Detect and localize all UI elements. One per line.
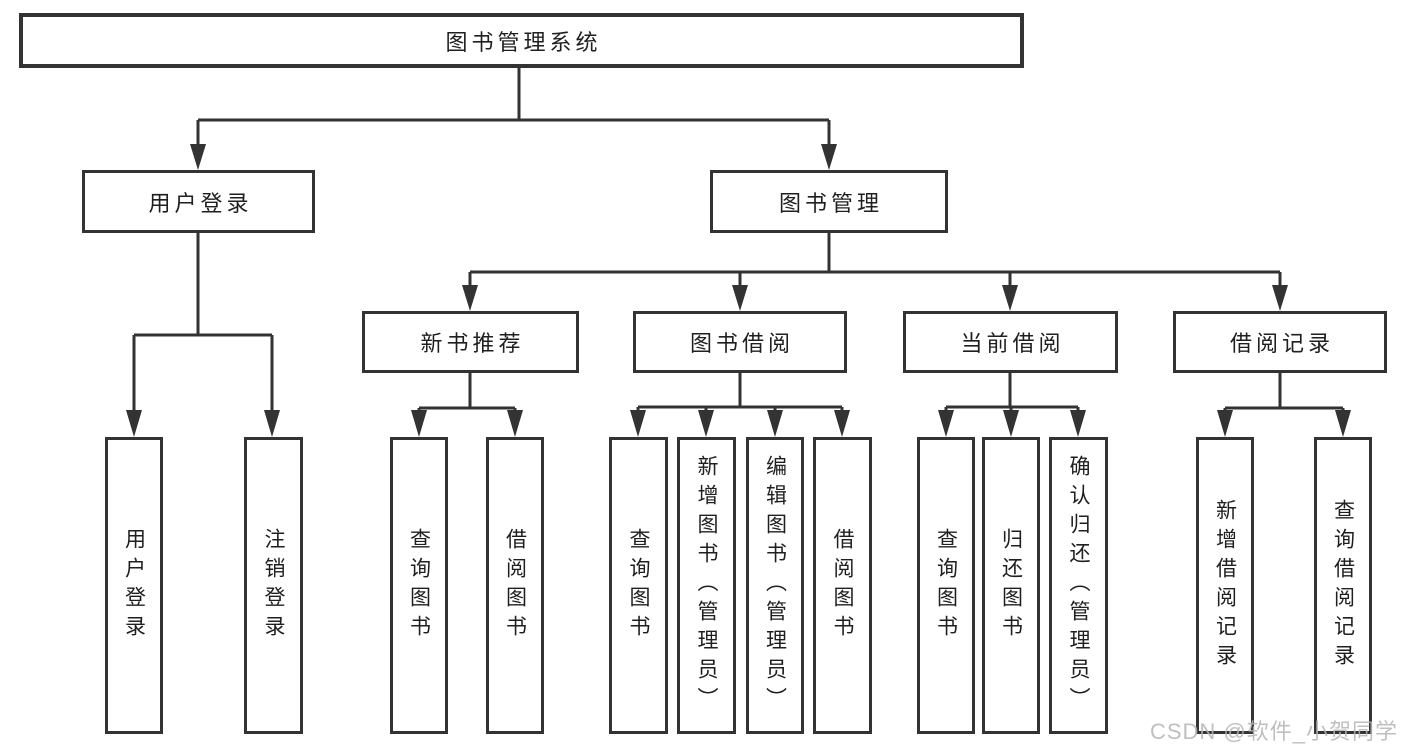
node-book-borrow: 图书借阅 <box>633 311 847 373</box>
arrow-book-borrow <box>732 285 748 311</box>
leaf-add-borrow-record-label: 新增借阅记录 <box>1213 498 1237 673</box>
arrow-leaf-return-book <box>1003 410 1019 437</box>
leaf-logout: 注销登录 <box>244 437 303 734</box>
leaf-user-login: 用户登录 <box>105 437 163 734</box>
arrow-leaf-add-borrow-record <box>1217 410 1233 437</box>
leaf-confirm-return-admin-label: 确认归还（管理员） <box>1067 455 1090 716</box>
arrow-leaf-add-book <box>698 410 714 437</box>
node-borrow-records-label: 借阅记录 <box>1229 331 1334 356</box>
leaf-query-books-2-label: 查询图书 <box>627 527 650 644</box>
node-new-book-recommend-label: 新书推荐 <box>420 331 525 356</box>
node-library-system-label: 图书管理系统 <box>445 29 602 55</box>
arrow-user-login <box>190 144 206 170</box>
node-book-management: 图书管理 <box>710 170 948 233</box>
leaf-add-book-admin-label: 新增图书（管理员） <box>695 455 718 716</box>
leaf-return-book: 归还图书 <box>982 437 1040 734</box>
arrow-book-management <box>821 144 837 170</box>
arrow-leaf-borrow-books-2 <box>834 410 850 437</box>
leaf-borrow-books-2-label: 借阅图书 <box>831 527 854 644</box>
leaf-query-books-3: 查询图书 <box>917 437 975 734</box>
connector-user-login <box>132 233 274 412</box>
leaf-query-books-2: 查询图书 <box>609 437 668 734</box>
node-library-system: 图书管理系统 <box>19 13 1024 68</box>
arrow-borrow-records <box>1272 285 1288 311</box>
arrow-leaf-confirm-return <box>1070 410 1086 437</box>
arrow-current-borrow <box>1002 285 1018 311</box>
node-borrow-records: 借阅记录 <box>1173 311 1387 373</box>
csdn-watermark: CSDN @软件_小贺同学 <box>1149 719 1398 744</box>
leaf-add-book-admin: 新增图书（管理员） <box>677 437 736 734</box>
connector-book-borrow <box>636 373 844 412</box>
arrow-leaf-user-login <box>126 410 142 437</box>
arrow-leaf-query-books-3 <box>938 410 954 437</box>
arrow-leaf-borrow-books-1 <box>507 410 523 437</box>
arrow-leaf-query-books-2 <box>630 410 646 437</box>
leaf-borrow-books-2: 借阅图书 <box>813 437 872 734</box>
arrow-leaf-query-books-1 <box>411 410 427 437</box>
connector-new-book-recommend <box>417 373 517 412</box>
leaf-add-borrow-record: 新增借阅记录 <box>1196 437 1254 734</box>
leaf-return-book-label: 归还图书 <box>999 527 1023 644</box>
node-book-management-label: 图书管理 <box>778 190 883 216</box>
connector-book-management <box>468 233 1282 286</box>
node-user-login-label: 用户登录 <box>148 190 253 216</box>
leaf-user-login-label: 用户登录 <box>122 527 146 644</box>
leaf-edit-book-admin-label: 编辑图书（管理员） <box>763 455 787 716</box>
connector-current-borrow <box>944 373 1080 412</box>
leaf-query-borrow-record-label: 查询借阅记录 <box>1331 498 1355 673</box>
arrow-new-book-recommend <box>462 285 478 311</box>
leaf-edit-book-admin: 编辑图书（管理员） <box>746 437 804 734</box>
connector-borrow-records <box>1223 373 1345 412</box>
leaf-query-books-1-label: 查询图书 <box>407 527 431 644</box>
node-current-borrow-label: 当前借阅 <box>960 331 1065 356</box>
node-new-book-recommend: 新书推荐 <box>362 311 579 373</box>
arrow-leaf-query-borrow-record <box>1335 410 1351 437</box>
node-current-borrow: 当前借阅 <box>903 311 1118 373</box>
leaf-query-books-1: 查询图书 <box>390 437 448 734</box>
leaf-logout-label: 注销登录 <box>262 527 285 644</box>
arrow-leaf-logout <box>264 410 280 437</box>
arrow-leaf-edit-book <box>767 410 783 437</box>
node-user-login: 用户登录 <box>82 170 315 233</box>
leaf-borrow-books-1: 借阅图书 <box>486 437 544 734</box>
leaf-query-borrow-record: 查询借阅记录 <box>1314 437 1372 734</box>
leaf-confirm-return-admin: 确认归还（管理员） <box>1049 437 1108 734</box>
node-book-borrow-label: 图书借阅 <box>689 331 794 356</box>
connector-root <box>196 68 831 146</box>
leaf-query-books-3-label: 查询图书 <box>934 527 958 644</box>
leaf-borrow-books-1-label: 借阅图书 <box>503 527 527 644</box>
